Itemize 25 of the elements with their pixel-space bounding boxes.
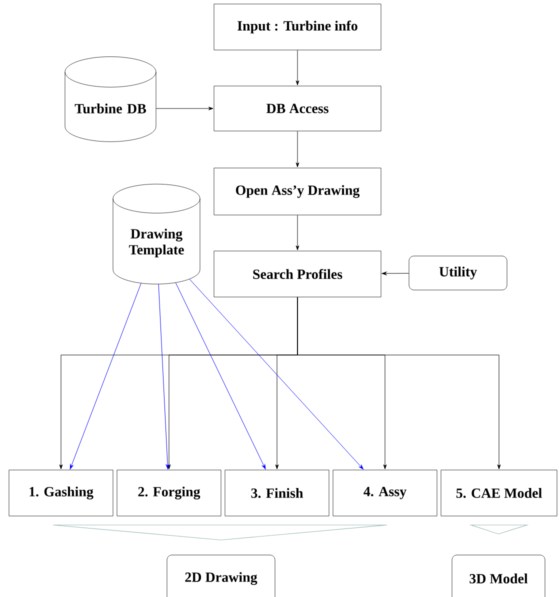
database-cylinder: Turbine DB	[64, 56, 156, 142]
process-box: DB Access	[214, 86, 382, 132]
rounded-box: Utility	[408, 256, 508, 290]
process-box: 5. CAE Model	[440, 470, 558, 516]
merge-arrow	[52, 524, 388, 540]
process-box: 4. Assy	[332, 470, 438, 516]
process-box: Open Ass’y Drawing	[214, 168, 382, 216]
process-box: 2. Forging	[116, 470, 222, 516]
arrow	[296, 50, 300, 86]
database-cylinder: Drawing Template	[112, 184, 200, 284]
arrow	[296, 130, 300, 168]
output-box: 2D Drawing	[166, 554, 276, 597]
process-box: Search Profiles	[214, 250, 382, 298]
arrow	[175, 282, 266, 470]
arrow	[297, 296, 501, 470]
process-box: 1. Gashing	[8, 470, 114, 516]
arrow	[70, 283, 142, 470]
arrow	[189, 278, 364, 470]
process-box: Input : Turbine info	[214, 4, 382, 50]
arrow	[296, 214, 300, 250]
arrow	[382, 272, 410, 276]
process-box: 3. Finish	[224, 470, 330, 516]
arrow	[156, 106, 214, 110]
output-box: 3D Model	[452, 554, 546, 597]
arrow	[158, 284, 170, 470]
